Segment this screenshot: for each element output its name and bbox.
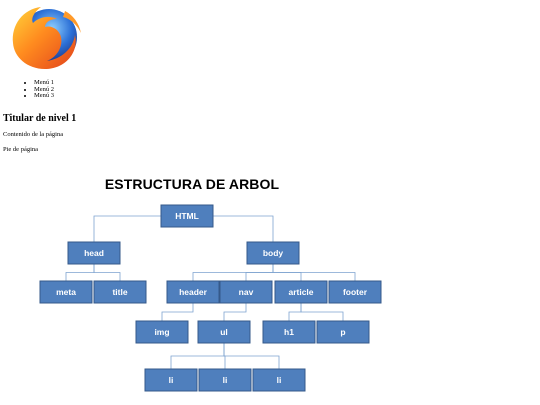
tree-node-label: header <box>179 287 208 297</box>
tree-node-box <box>135 320 189 344</box>
tree-connector <box>170 343 225 369</box>
tree-node-box <box>39 280 93 304</box>
menu-item[interactable]: Menú 3 <box>34 92 54 100</box>
tree-node-box <box>166 280 220 304</box>
tree-node-box <box>219 280 273 304</box>
tree-node-label: h1 <box>284 327 294 337</box>
tree-node-article: article <box>274 280 328 304</box>
tree-node-box <box>262 320 316 344</box>
tree-connector <box>288 303 302 321</box>
tree-node-header: header <box>166 280 220 304</box>
tree-connector <box>272 264 356 281</box>
tree-connector <box>245 264 274 281</box>
tree-node-box <box>328 280 382 304</box>
tree-node-label: head <box>84 248 104 258</box>
tree-node-box <box>274 280 328 304</box>
tree-connector <box>93 264 121 281</box>
tree-node-label: ul <box>220 327 228 337</box>
tree-node-label: meta <box>56 287 76 297</box>
page-heading: Titular de nivel 1 <box>3 113 77 124</box>
tree-node-label: li <box>277 375 282 385</box>
menu-item[interactable]: Menú 1 <box>34 79 54 87</box>
tree-connector <box>300 303 344 321</box>
tree-node-box <box>144 368 198 392</box>
tree-node-label: li <box>223 375 228 385</box>
tree-node-label: HTML <box>175 211 199 221</box>
firefox-logo <box>12 7 81 69</box>
tree-node-li: li <box>198 368 252 392</box>
tree-node-nav: nav <box>219 280 273 304</box>
tree-node-head: head <box>67 241 121 265</box>
tree-node-box <box>198 368 252 392</box>
tree-node-meta: meta <box>39 280 93 304</box>
tree-node-box <box>197 320 251 344</box>
tree-node-label: article <box>288 287 313 297</box>
tree-connector <box>213 215 274 242</box>
tree-node-body: body <box>246 241 300 265</box>
tree-title: ESTRUCTURA DE ARBOL <box>104 176 280 192</box>
tree-node-label: footer <box>343 287 368 297</box>
page-content: Contenido de la página <box>3 131 64 138</box>
tree-node-label: img <box>154 327 169 337</box>
tree-node-HTML: HTML <box>160 204 214 228</box>
tree-node-box <box>93 280 147 304</box>
tree-connector <box>223 303 247 321</box>
tree-node-li: li <box>144 368 198 392</box>
tree-node-label: li <box>169 375 174 385</box>
tree-node-box <box>67 241 121 265</box>
menu-item[interactable]: Menú 2 <box>34 86 54 94</box>
menu-list: Menú 1 Menú 2 Menú 3 <box>16 79 54 100</box>
tree-node-li: li <box>252 368 306 392</box>
tree-connector <box>65 264 95 281</box>
tree-node-box <box>316 320 370 344</box>
tree-node-box <box>160 204 214 228</box>
tree-node-ul: ul <box>197 320 251 344</box>
tree-connector <box>161 303 194 321</box>
tree-node-title: title <box>93 280 147 304</box>
tree-node-p: p <box>316 320 370 344</box>
tree-node-h1: h1 <box>262 320 316 344</box>
tree-node-label: p <box>340 327 345 337</box>
tree-node-box <box>252 368 306 392</box>
tree-node-label: title <box>112 287 127 297</box>
tree-node-box <box>246 241 300 265</box>
page-footer: Pie de página <box>3 146 39 153</box>
tree-node-footer: footer <box>328 280 382 304</box>
tree-connector <box>93 215 161 242</box>
tree-connector <box>223 343 280 369</box>
tree-node-img: img <box>135 320 189 344</box>
tree-node-label: body <box>263 248 284 258</box>
tree-node-label: nav <box>239 287 254 297</box>
